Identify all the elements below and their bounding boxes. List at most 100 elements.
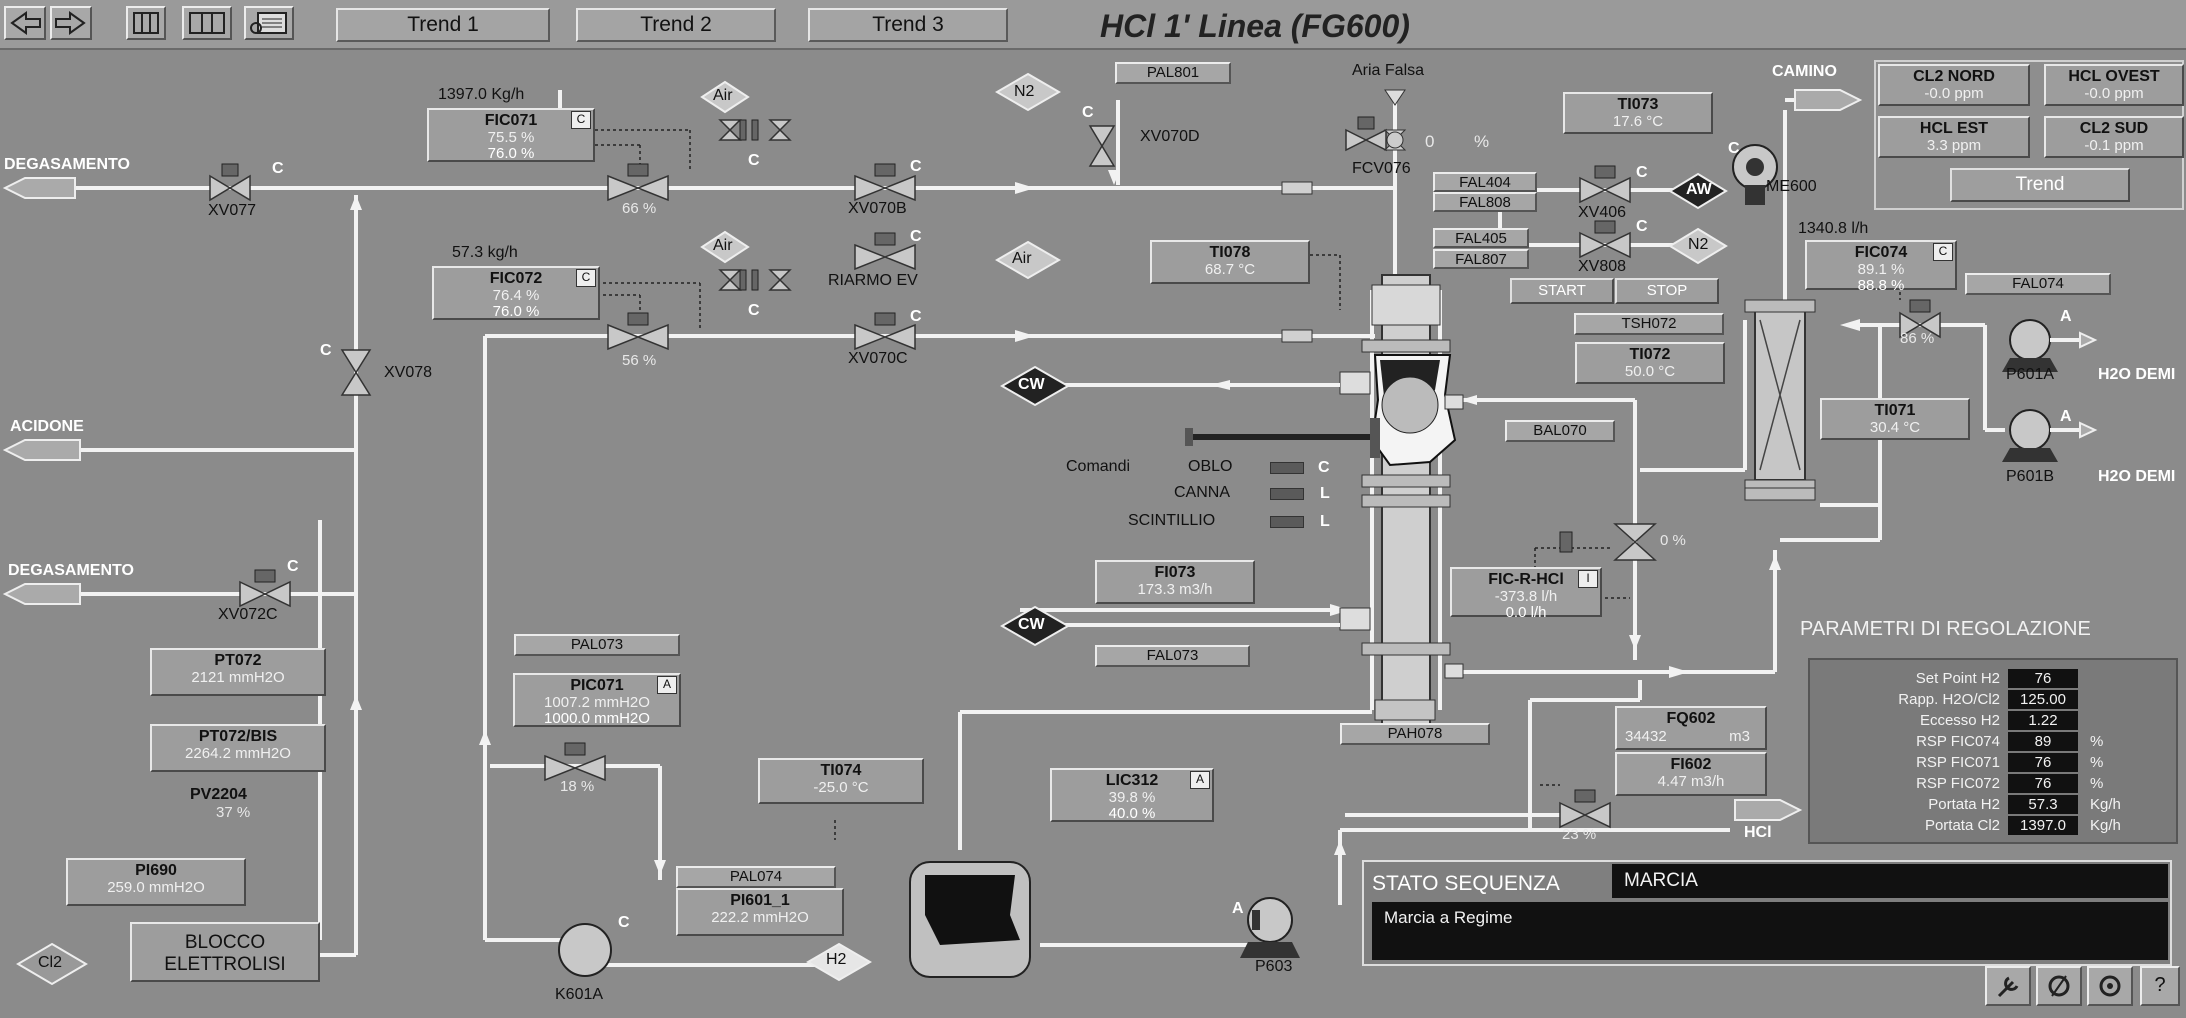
panel-icon[interactable] (126, 6, 166, 40)
p603-mode: A (1232, 900, 1244, 917)
param-value[interactable]: 76 (2008, 669, 2078, 688)
fcv076-label[interactable]: FCV076 (1352, 160, 1411, 177)
cl2-nord-value: -0.0 ppm (1924, 85, 1984, 102)
comando-canna-indicator[interactable] (1270, 488, 1304, 500)
tab-trend-3[interactable]: Trend 3 (808, 8, 1008, 42)
fic071-mode: C (571, 111, 591, 129)
param-value[interactable]: 89 (2008, 732, 2078, 751)
fal074-tag[interactable]: FAL074 (1965, 273, 2111, 295)
cl2-sud-name: CL2 SUD (2079, 120, 2149, 137)
tab-trend-2[interactable]: Trend 2 (576, 8, 776, 42)
pic071-faceplate[interactable]: PIC071 A 1007.2 mmH2O 1000.0 mmH2O (513, 673, 681, 727)
pt072bis-faceplate[interactable]: PT072/BIS 2264.2 mmH2O (150, 724, 326, 772)
help-icon[interactable]: ? (2140, 966, 2180, 1006)
pal801-tag[interactable]: PAL801 (1115, 62, 1231, 84)
xv406-label[interactable]: XV406 (1578, 204, 1627, 221)
ti074-tag: TI074 (820, 762, 862, 779)
fic074-faceplate[interactable]: FIC074 C 89.1 % 88.8 % (1805, 240, 1957, 294)
ti078-faceplate[interactable]: TI078 68.7 °C (1150, 240, 1310, 284)
sequence-message-field: Marcia a Regime (1372, 902, 2168, 960)
silence-icon[interactable] (2087, 966, 2133, 1006)
param-label: RSP FIC072 (1916, 775, 2000, 792)
fal807-tag[interactable]: FAL807 (1433, 249, 1529, 269)
bal070-tag[interactable]: BAL070 (1505, 420, 1615, 442)
hcl-est-analyzer[interactable]: HCL EST 3.3 ppm (1878, 116, 2030, 158)
xv070d-label[interactable]: XV070D (1140, 128, 1200, 145)
pi690-faceplate[interactable]: PI690 259.0 mmH2O (66, 858, 246, 906)
pi601-faceplate[interactable]: PI601_1 222.2 mmH2O (676, 888, 844, 936)
fic071-tag: FIC071 (484, 112, 538, 129)
k601a-label: K601A (555, 986, 604, 1003)
trend-button[interactable]: Trend (1950, 168, 2130, 202)
pah078-tag[interactable]: PAH078 (1340, 723, 1490, 745)
sv1-mode: C (748, 152, 760, 169)
comando-oblo-indicator[interactable] (1270, 462, 1304, 474)
param-value[interactable]: 125.00 (2008, 690, 2078, 709)
fic072-setpoint: 76.0 % (492, 303, 540, 320)
xv070c-label[interactable]: XV070C (848, 350, 908, 367)
sv2-mode: C (748, 302, 760, 319)
ti071-faceplate[interactable]: TI071 30.4 °C (1820, 398, 1970, 440)
tab-trend-1[interactable]: Trend 1 (336, 8, 550, 42)
pt072-value: 2121 mmH2O (191, 669, 285, 686)
comando-scintillio-indicator[interactable] (1270, 516, 1304, 528)
xv070b-mode: C (910, 158, 922, 175)
ti073-faceplate[interactable]: TI073 17.6 °C (1563, 92, 1713, 134)
param-value[interactable]: 1397.0 (2008, 816, 2078, 835)
wrench-icon[interactable] (1985, 966, 2031, 1006)
xv070b-label[interactable]: XV070B (848, 200, 907, 217)
fal405-tag[interactable]: FAL405 (1433, 228, 1529, 248)
report-icon[interactable] (244, 6, 294, 40)
fal404-tag[interactable]: FAL404 (1433, 172, 1537, 192)
xv077-label[interactable]: XV077 (208, 202, 257, 219)
ack-icon[interactable] (2036, 966, 2082, 1006)
param-label: Set Point H2 (1915, 670, 2000, 687)
sequence-state-field: MARCIA (1612, 864, 2168, 898)
xv072c-label[interactable]: XV072C (218, 606, 278, 623)
pt072-faceplate[interactable]: PT072 2121 mmH2O (150, 648, 326, 696)
cv602-position: 23 % (1562, 826, 1597, 843)
stop-button[interactable]: STOP (1615, 278, 1719, 304)
riarmo-ev-label[interactable]: RIARMO EV (828, 272, 918, 289)
pal074-tag[interactable]: PAL074 (676, 866, 836, 888)
param-value[interactable]: 76 (2008, 774, 2078, 793)
hcl-ovest-analyzer[interactable]: HCL OVEST -0.0 ppm (2044, 64, 2184, 106)
param-value[interactable]: 57.3 (2008, 795, 2078, 814)
page-title: HCl 1' Linea (FG600) (1100, 8, 1410, 44)
fic071-faceplate[interactable]: FIC071 C 75.5 % 76.0 % (427, 108, 595, 162)
p601b-label: P601B (2006, 468, 2055, 485)
degasamento-label-2: DEGASAMENTO (8, 562, 134, 579)
ti078-value: 68.7 °C (1204, 261, 1256, 278)
fic-r-hcl-faceplate[interactable]: FIC-R-HCl I -373.8 l/h 0.0 l/h (1450, 567, 1602, 621)
tsh072-tag[interactable]: TSH072 (1574, 313, 1724, 335)
cl2-nord-analyzer[interactable]: CL2 NORD -0.0 ppm (1878, 64, 2030, 106)
fic072-faceplate[interactable]: FIC072 C 76.4 % 76.0 % (432, 266, 600, 320)
pi690-value: 259.0 mmH2O (107, 879, 205, 896)
xv078-label[interactable]: XV078 (384, 364, 433, 381)
param-value[interactable]: 76 (2008, 753, 2078, 772)
cw-supply-2 (1000, 605, 1070, 647)
fi073-tag: FI073 (1154, 564, 1196, 581)
arrow-left-icon[interactable] (4, 6, 46, 40)
acidone-label: ACIDONE (10, 418, 84, 435)
blocco-elettrolisi-button[interactable]: BLOCCO ELETTROLISI (130, 922, 320, 982)
pcv071-position: 18 % (560, 778, 595, 795)
param-value[interactable]: 1.22 (2008, 711, 2078, 730)
xv808-label[interactable]: XV808 (1578, 258, 1627, 275)
fal073-tag[interactable]: FAL073 (1095, 645, 1250, 667)
ti074-faceplate[interactable]: TI074 -25.0 °C (758, 758, 924, 804)
cl2-sud-analyzer[interactable]: CL2 SUD -0.1 ppm (2044, 116, 2184, 158)
arrow-right-icon[interactable] (50, 6, 92, 40)
lic312-faceplate[interactable]: LIC312 A 39.8 % 40.0 % (1050, 768, 1214, 822)
pal073-tag[interactable]: PAL073 (514, 634, 680, 656)
fi073-faceplate[interactable]: FI073 173.3 m3/h (1095, 560, 1255, 604)
fal808-tag[interactable]: FAL808 (1433, 192, 1537, 212)
split-panel-icon[interactable] (182, 6, 232, 40)
fi602-faceplate[interactable]: FI602 4.47 m3/h (1615, 752, 1767, 796)
ti072-faceplate[interactable]: TI072 50.0 °C (1575, 342, 1725, 384)
start-button[interactable]: START (1510, 278, 1614, 304)
lic312-tag: LIC312 (1105, 772, 1159, 789)
xv808-mode: C (1636, 218, 1648, 235)
